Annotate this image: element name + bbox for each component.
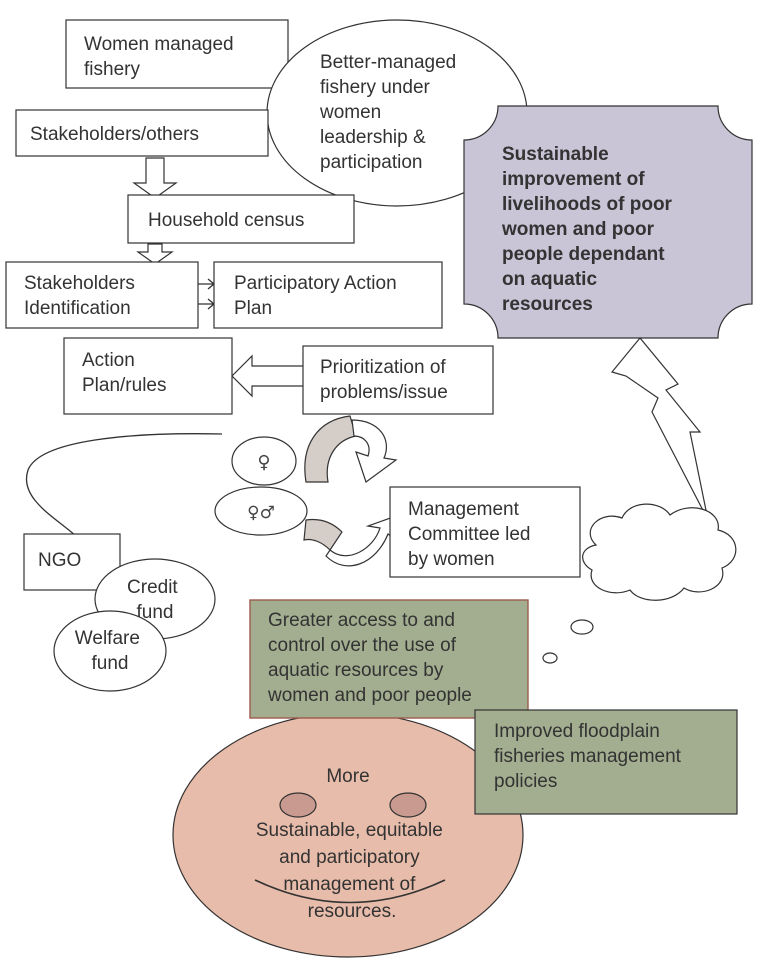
cycle-arrow-top (351, 419, 398, 483)
face-more-text: More (326, 766, 369, 787)
left-arrow (231, 354, 305, 398)
down-arrow-2 (136, 243, 174, 265)
down-arrow-1 (132, 157, 178, 199)
smiley-face: More Sustainable, equitable and particip… (172, 712, 524, 958)
improved-floodplain-text: Improved floodplain fisheries management… (494, 721, 686, 792)
cycle-arrow-shaded (304, 415, 357, 483)
credit-fund-text: Credit fund (127, 577, 183, 623)
stakeholders-identification-text: Stakeholders Identification (24, 273, 140, 319)
improved-floodplain-box (474, 709, 738, 815)
ngo-text: NGO (38, 550, 81, 571)
sustainable-improvement-text: Sustainable improvement of livelihoods o… (501, 144, 677, 315)
better-managed-text: Better-managed fishery under women leade… (319, 52, 462, 173)
greater-access-box (249, 599, 529, 719)
stakeholders-others-box (15, 109, 269, 157)
mixed-symbol-text: ♀♂ (247, 503, 275, 523)
action-plan-rules-box (63, 337, 233, 415)
female-symbol-text: ♀ (257, 452, 270, 473)
face-sustainable-text: Sustainable, equitable and participatory… (256, 820, 448, 922)
mixed-symbol-ellipse (214, 486, 308, 536)
face-smile (254, 879, 446, 904)
household-census-box (127, 194, 355, 244)
right-arrow-upper (198, 278, 216, 290)
participatory-action-plan-text: Participatory Action Plan (234, 273, 402, 319)
prioritization-text: Prioritization of problems/issue (320, 357, 451, 403)
right-arrow-lower (198, 298, 216, 310)
women-managed-fishery-text: Women managed fishery (84, 34, 239, 80)
thought-bubble-medium (570, 619, 594, 635)
prioritization-box (302, 345, 494, 415)
female-symbol-ellipse (231, 436, 297, 486)
ngo-connector-line (25, 433, 223, 539)
left-eye (279, 792, 317, 818)
management-committee-text: Management Committee led by women (408, 499, 536, 570)
sustainable-improvement-shape (463, 105, 753, 339)
stakeholders-others-text: Stakeholders/others (30, 124, 199, 145)
thought-bubble-small (542, 652, 558, 664)
household-census-text: Household census (148, 210, 304, 231)
participatory-action-plan-box (213, 261, 443, 329)
right-eye (389, 792, 427, 818)
management-committee-box (389, 486, 581, 578)
greater-access-text: Greater access to and control over the u… (267, 610, 472, 706)
welfare-fund-ellipse (53, 610, 167, 692)
welfare-fund-text: Welfare fund (75, 628, 145, 674)
lightning-bolt (610, 337, 709, 521)
women-managed-fishery-box (65, 19, 289, 89)
cycle-arrow-lower-shaded (303, 518, 343, 551)
thought-cloud (582, 503, 737, 601)
action-plan-rules-text: Action Plan/rules (82, 350, 167, 396)
stakeholders-identification-box (5, 261, 199, 329)
